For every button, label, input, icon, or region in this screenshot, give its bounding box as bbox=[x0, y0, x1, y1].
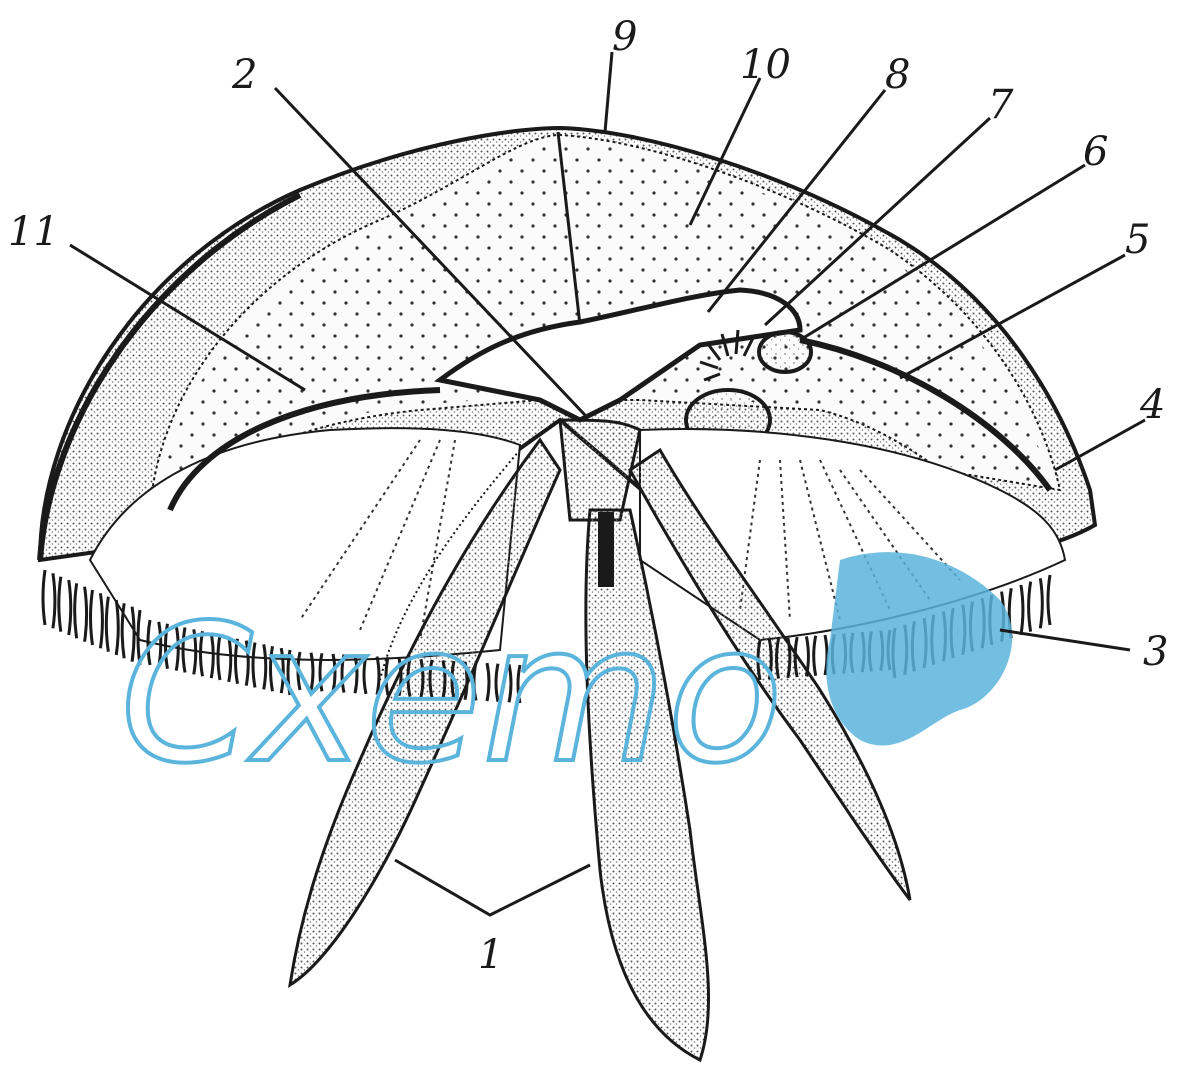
manubrium bbox=[560, 420, 640, 520]
label-11: 11 bbox=[8, 209, 59, 255]
tentacle bbox=[91, 590, 93, 645]
tentacle bbox=[1029, 582, 1031, 632]
tentacle bbox=[1021, 585, 1023, 635]
mouth-slit bbox=[598, 512, 614, 587]
label-5: 5 bbox=[1125, 217, 1150, 263]
label-3: 3 bbox=[1143, 629, 1168, 675]
watermark: Cxemo bbox=[120, 584, 783, 805]
tentacle bbox=[806, 636, 808, 676]
label-9: 9 bbox=[612, 14, 637, 60]
tentacle bbox=[43, 570, 45, 625]
label-6: 6 bbox=[1083, 129, 1108, 175]
label-10: 10 bbox=[740, 42, 791, 88]
label-8: 8 bbox=[885, 52, 910, 98]
label-1: 1 bbox=[478, 932, 503, 978]
tentacle bbox=[814, 636, 816, 676]
tentacle bbox=[75, 583, 77, 638]
tentacle bbox=[1048, 575, 1050, 625]
tentacle bbox=[1040, 578, 1042, 628]
tentacle bbox=[53, 573, 55, 628]
tentacle bbox=[116, 600, 118, 655]
tentacle bbox=[59, 577, 61, 632]
label-2: 2 bbox=[231, 52, 257, 98]
tentacle bbox=[106, 597, 108, 652]
tentacle bbox=[69, 580, 71, 635]
tentacle bbox=[100, 593, 102, 648]
label-4: 4 bbox=[1139, 382, 1165, 428]
label-7: 7 bbox=[988, 82, 1014, 128]
tentacle bbox=[85, 587, 87, 642]
